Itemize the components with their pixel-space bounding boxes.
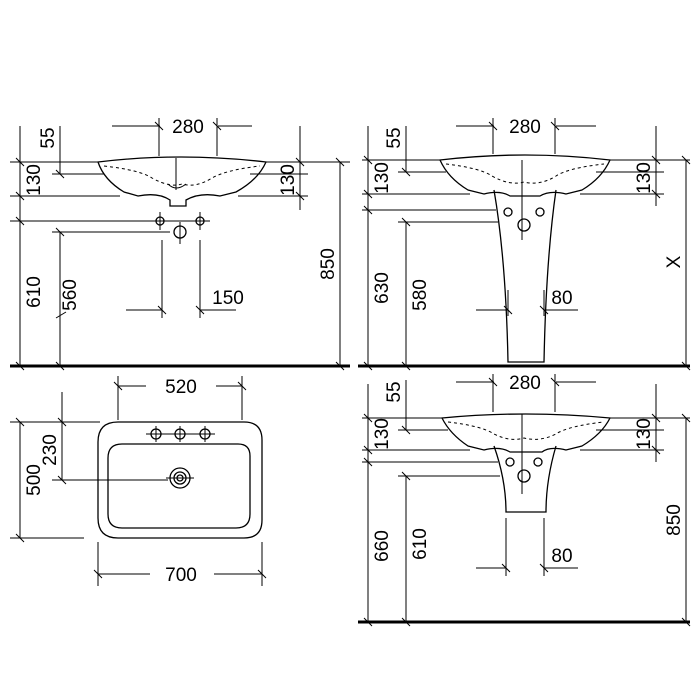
dim-width-520: 520 <box>165 377 197 398</box>
basin-plan-outer <box>97 421 263 539</box>
dim-top-55: 55 <box>384 381 405 402</box>
dim-height-630: 630 <box>372 272 393 304</box>
dim-left-130: 130 <box>372 162 393 194</box>
pedestal-column <box>493 189 557 363</box>
overflow-outline <box>167 183 187 189</box>
dim-right-130: 130 <box>278 164 299 196</box>
basin-outline <box>97 156 267 207</box>
semi-pedestal <box>493 445 557 513</box>
semi-pedestal-drain <box>517 469 531 483</box>
basin-hidden-line <box>103 165 261 186</box>
semi-basin-outline <box>440 413 612 453</box>
basin-plan-bowl <box>107 443 251 529</box>
dim-variable-x: X <box>664 255 685 268</box>
dim-pedestal-80: 80 <box>551 288 572 309</box>
dim-width-280: 280 <box>172 117 204 138</box>
dim-depth-230: 230 <box>40 434 61 466</box>
dim-width-280: 280 <box>509 373 541 394</box>
dim-height-610: 610 <box>410 528 431 560</box>
dim-width-700: 700 <box>165 565 197 586</box>
dim-depth-500: 500 <box>24 464 45 496</box>
semi-pedestal-side-view: 280 55 130 660 610 130 <box>358 373 691 627</box>
plan-tap-holes <box>146 426 215 442</box>
dim-height-610: 610 <box>24 276 45 308</box>
pedestal-drain <box>517 218 531 232</box>
dim-left-130: 130 <box>372 418 393 450</box>
dim-right-130: 130 <box>634 418 655 450</box>
dim-pedestal-80: 80 <box>551 546 572 567</box>
dim-left-130: 130 <box>24 164 45 196</box>
dim-drain-150: 150 <box>212 288 244 309</box>
dim-width-280: 280 <box>509 117 541 138</box>
dim-top-55: 55 <box>38 127 59 148</box>
dim-total-850: 850 <box>664 504 685 536</box>
dim-height-660: 660 <box>372 530 393 562</box>
dim-top-55: 55 <box>384 127 405 148</box>
pedestal-basin-outline <box>439 154 611 197</box>
pedestal-side-view: 280 55 130 630 580 130 <box>358 117 691 371</box>
dim-height-560: 560 <box>60 279 81 311</box>
dim-right-130: 130 <box>634 162 655 194</box>
wall-basin-side-view: 280 55 130 610 560 130 <box>10 117 350 371</box>
basin-plan-view: 520 230 500 700 <box>10 376 267 586</box>
dim-height-580: 580 <box>410 279 431 311</box>
dim-total-850: 850 <box>318 248 339 280</box>
